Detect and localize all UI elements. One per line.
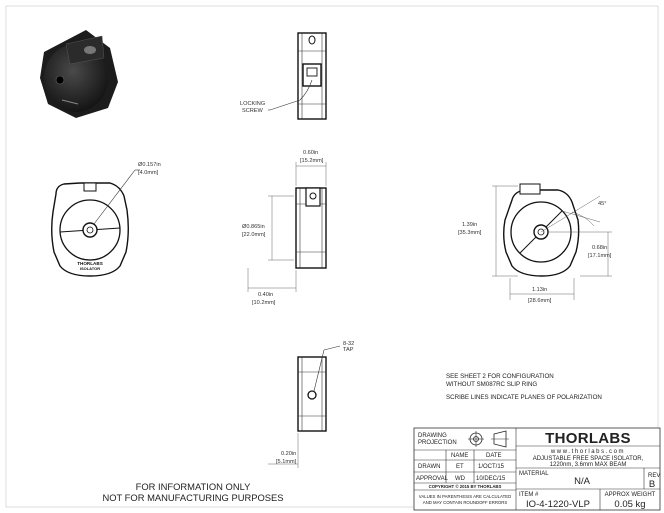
description-line-2: 1220nm, 3.6mm MAX BEAM <box>550 462 627 468</box>
width-dim-mm: [15.2mm] <box>300 158 324 164</box>
projection-label-2: PROJECTION <box>418 440 457 446</box>
drawn-label: DRAWN <box>418 464 440 470</box>
locking-screw-label-2: SCREW <box>242 108 264 114</box>
item-value: IO-4-1220-VLP <box>526 499 590 510</box>
right-front-view <box>492 183 612 300</box>
right-width-dim-in: 1.13in <box>532 287 547 293</box>
isometric-render <box>40 30 118 118</box>
brand-logo: THORLABS <box>545 430 631 447</box>
offset-dim-mm: [10.2mm] <box>252 300 276 306</box>
approval-date: 10/DEC/15 <box>476 476 506 482</box>
sheet-border <box>5 5 659 508</box>
note-configuration: SEE SHEET 2 FOR CONFIGURATION <box>446 373 554 380</box>
engraving-model: ISOLATOR <box>80 266 100 271</box>
height-dim-in: 1.39in <box>462 222 477 228</box>
material-value: N/A <box>574 476 591 487</box>
weight-label: APPROX WEIGHT <box>605 492 656 498</box>
description-line-1: ADJUSTABLE FREE SPACE ISOLATOR, <box>533 456 644 462</box>
footer-line-2: NOT FOR MANUFACTURING PURPOSES <box>102 492 283 503</box>
note-slip-ring: WITHOUT SM087RC SLIP RING <box>446 381 537 388</box>
note-scribe-lines: SCRIBE LINES INDICATE PLANES OF POLARIZA… <box>446 394 602 401</box>
col-date-header: DATE <box>486 453 502 459</box>
offset-dim-in: 0.40in <box>258 292 273 298</box>
engraving-brand: THORLABS <box>77 261 103 266</box>
tap-label: 8-32 <box>343 341 354 347</box>
disclaimer-line-2: AND MAY CONTAIN ROUNDOFF ERRORS <box>423 500 508 505</box>
aperture-dim-in: Ø0.157in <box>138 162 161 168</box>
top-side-view <box>268 32 327 120</box>
center-dim-mm: [17.1mm] <box>588 253 612 259</box>
footer-line-1: FOR INFORMATION ONLY <box>136 481 252 492</box>
material-label: MATERIAL <box>519 471 549 477</box>
website: www.thorlabs.com <box>550 449 625 455</box>
locking-screw-label: LOCKING <box>240 101 265 107</box>
left-front-view <box>51 169 140 277</box>
angle-dim: 45° <box>598 201 606 207</box>
aperture-dim-mm: [4.0mm] <box>138 170 159 176</box>
copyright: COPYRIGHT © 2015 BY THORLABS <box>429 484 502 489</box>
bottom-offset-mm: [5.1mm] <box>276 459 297 465</box>
bottom-side-view <box>268 345 341 468</box>
tap-label-2: TAP <box>343 347 354 353</box>
approval-name: WD <box>455 476 466 482</box>
title-block <box>413 427 661 511</box>
center-side-view <box>247 162 327 292</box>
center-dim-in: 0.68in <box>592 245 607 251</box>
dia-dim-in: Ø0.865in <box>242 224 265 230</box>
right-width-dim-mm: [28.6mm] <box>528 298 552 304</box>
height-dim-mm: [35.3mm] <box>458 230 482 236</box>
projection-label: DRAWING <box>418 433 447 439</box>
dia-dim-mm: [22.0mm] <box>242 232 266 238</box>
col-name-header: NAME <box>451 453 468 459</box>
bottom-offset-in: 0.20in <box>281 451 296 457</box>
drawn-name: ET <box>456 464 464 470</box>
drawn-date: 1/OCT/15 <box>478 464 505 470</box>
rev-label: REV <box>648 473 660 479</box>
width-dim-in: 0.60in <box>303 150 318 156</box>
approval-label: APPROVAL <box>416 476 449 482</box>
item-label: ITEM # <box>519 492 539 498</box>
rev-value: B <box>649 479 655 490</box>
disclaimer-line-1: VALUES IN PARENTHESIS ARE CALCULATED <box>419 494 511 499</box>
weight-value: 0.05 kg <box>614 499 645 510</box>
